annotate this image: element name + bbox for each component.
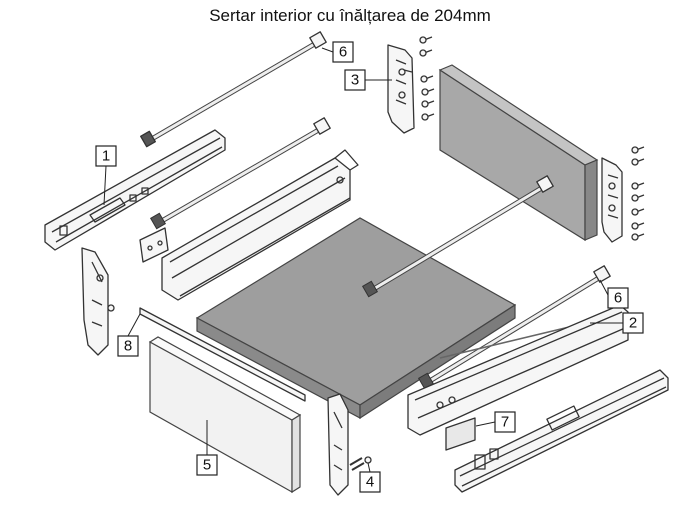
callout-1: 1 — [95, 145, 117, 206]
callout-4: 4 — [359, 462, 381, 493]
front-bracket-right — [327, 393, 372, 496]
callout-6-top: 6 — [321, 41, 354, 63]
back-bracket-left — [387, 44, 415, 134]
back-panel — [438, 64, 599, 242]
label-plate — [445, 417, 476, 451]
callout-label: 8 — [124, 338, 132, 355]
gallery-rail-cross — [361, 175, 554, 298]
back-panel-face — [439, 68, 586, 242]
callout-label: 6 — [339, 44, 347, 61]
drawer-side-left — [161, 149, 359, 301]
diagram-title: Sertar interior cu înălțarea de 204mm — [209, 6, 491, 25]
callout-6-right: 6 — [599, 279, 629, 309]
callout-label: 3 — [351, 72, 359, 89]
gallery-rail-left-bottom — [149, 117, 331, 230]
callout-5: 5 — [196, 420, 218, 476]
callout-label: 4 — [366, 474, 374, 491]
runner-right — [454, 369, 669, 493]
callout-3: 3 — [344, 69, 392, 91]
front-rail-top — [139, 307, 306, 402]
callout-label: 2 — [629, 315, 637, 332]
callout-label: 1 — [102, 148, 110, 165]
callout-2: 2 — [590, 312, 644, 334]
callout-label: 7 — [501, 414, 509, 431]
screws-group-left — [419, 36, 435, 121]
back-bracket-right — [601, 157, 623, 243]
drawer-bottom-panel — [195, 217, 517, 420]
back-panel-edge — [584, 159, 598, 241]
callout-8: 8 — [117, 313, 141, 357]
front-panel — [148, 336, 302, 494]
screws-group-right — [631, 146, 645, 241]
bottom-panel-side-edge — [359, 303, 516, 420]
callout-label: 5 — [203, 457, 211, 474]
front-bracket-left — [81, 247, 115, 356]
callout-7: 7 — [475, 411, 516, 433]
side-clip-left — [139, 227, 169, 263]
callout-label: 6 — [614, 290, 622, 307]
runner-left — [44, 129, 226, 251]
gallery-rail-left-top — [140, 31, 327, 148]
